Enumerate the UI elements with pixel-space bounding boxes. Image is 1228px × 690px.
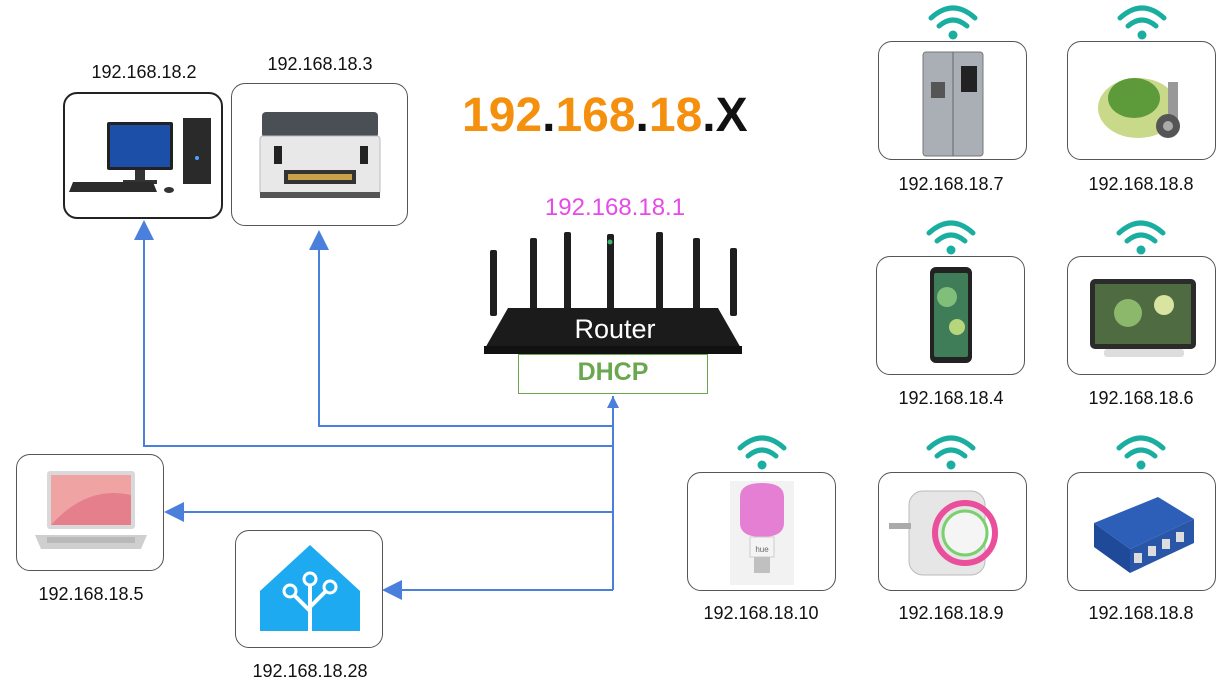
wifi-icon: [928, 5, 978, 40]
printer-ip: 192.168.18.3: [267, 54, 373, 74]
relay-module-icon: [1094, 497, 1194, 573]
title-dot-3: .: [702, 89, 716, 142]
dhcp-box: [518, 354, 708, 394]
laptop-card: [16, 454, 164, 571]
router-label: Router: [574, 314, 656, 344]
router-icon: [484, 232, 742, 354]
printer-card: [231, 83, 408, 226]
laptop-ip: 192.168.18.5: [38, 584, 144, 604]
refrigerator-icon: [922, 51, 984, 157]
router-ip: 192.168.18.1: [544, 194, 686, 221]
link-to-desktop: [134, 220, 613, 447]
wifi-icon: [926, 220, 976, 255]
tablet-icon: [1090, 279, 1196, 357]
title-dot-2: .: [635, 89, 649, 142]
title-octet-3: 18: [648, 89, 703, 142]
tablet-card: [1067, 256, 1216, 375]
laptop-icon: [35, 471, 147, 549]
dhcp-label: DHCP: [577, 358, 649, 386]
network-subnet-title: 192.168.18.X: [462, 88, 748, 143]
home-assistant-card: [235, 530, 383, 648]
lawn-robot-card: [1067, 41, 1216, 160]
tablet-ip: 192.168.18.6: [1088, 388, 1194, 408]
desktop-ip: 192.168.18.2: [91, 62, 197, 82]
lawn-robot-ip: 192.168.18.8: [1088, 174, 1194, 194]
smart-bulb-icon: [730, 481, 794, 585]
link-to-printer: [309, 230, 613, 427]
relay-module-card: [1067, 472, 1216, 591]
smart-plug-ip: 192.168.18.9: [898, 603, 1004, 623]
wifi-icon: [926, 435, 976, 470]
title-dot-1: .: [542, 89, 556, 142]
home-assistant-ip: 192.168.18.28: [252, 661, 368, 681]
title-octet-4: X: [715, 89, 748, 142]
smart-bulb-ip: 192.168.18.10: [703, 603, 819, 623]
smartphone-card: [876, 256, 1025, 375]
smartphone-ip: 192.168.18.4: [898, 388, 1004, 408]
home-assistant-icon: [260, 545, 360, 631]
wifi-icon: [1116, 435, 1166, 470]
smartphone-icon: [930, 267, 972, 363]
desktop-computer-icon: [69, 118, 211, 193]
smart-bulb-brand: hue: [755, 545, 769, 554]
wifi-icon: [737, 435, 787, 470]
title-octet-1: 192: [462, 89, 543, 142]
arrow-up-to-dhcp: [607, 396, 619, 408]
title-octet-2: 168: [555, 89, 636, 142]
printer-icon: [259, 112, 381, 198]
wifi-icon: [1116, 220, 1166, 255]
refrigerator-card: [878, 41, 1027, 160]
desktop-computer-card: [63, 92, 223, 219]
smart-plug-icon: [889, 490, 998, 576]
refrigerator-ip: 192.168.18.7: [898, 174, 1004, 194]
relay-module-ip: 192.168.18.8: [1088, 603, 1194, 623]
smart-plug-card: [878, 472, 1027, 591]
wifi-icon: [1117, 5, 1167, 40]
smart-bulb-card: hue: [687, 472, 836, 591]
lawn-robot-icon: [1098, 78, 1180, 138]
